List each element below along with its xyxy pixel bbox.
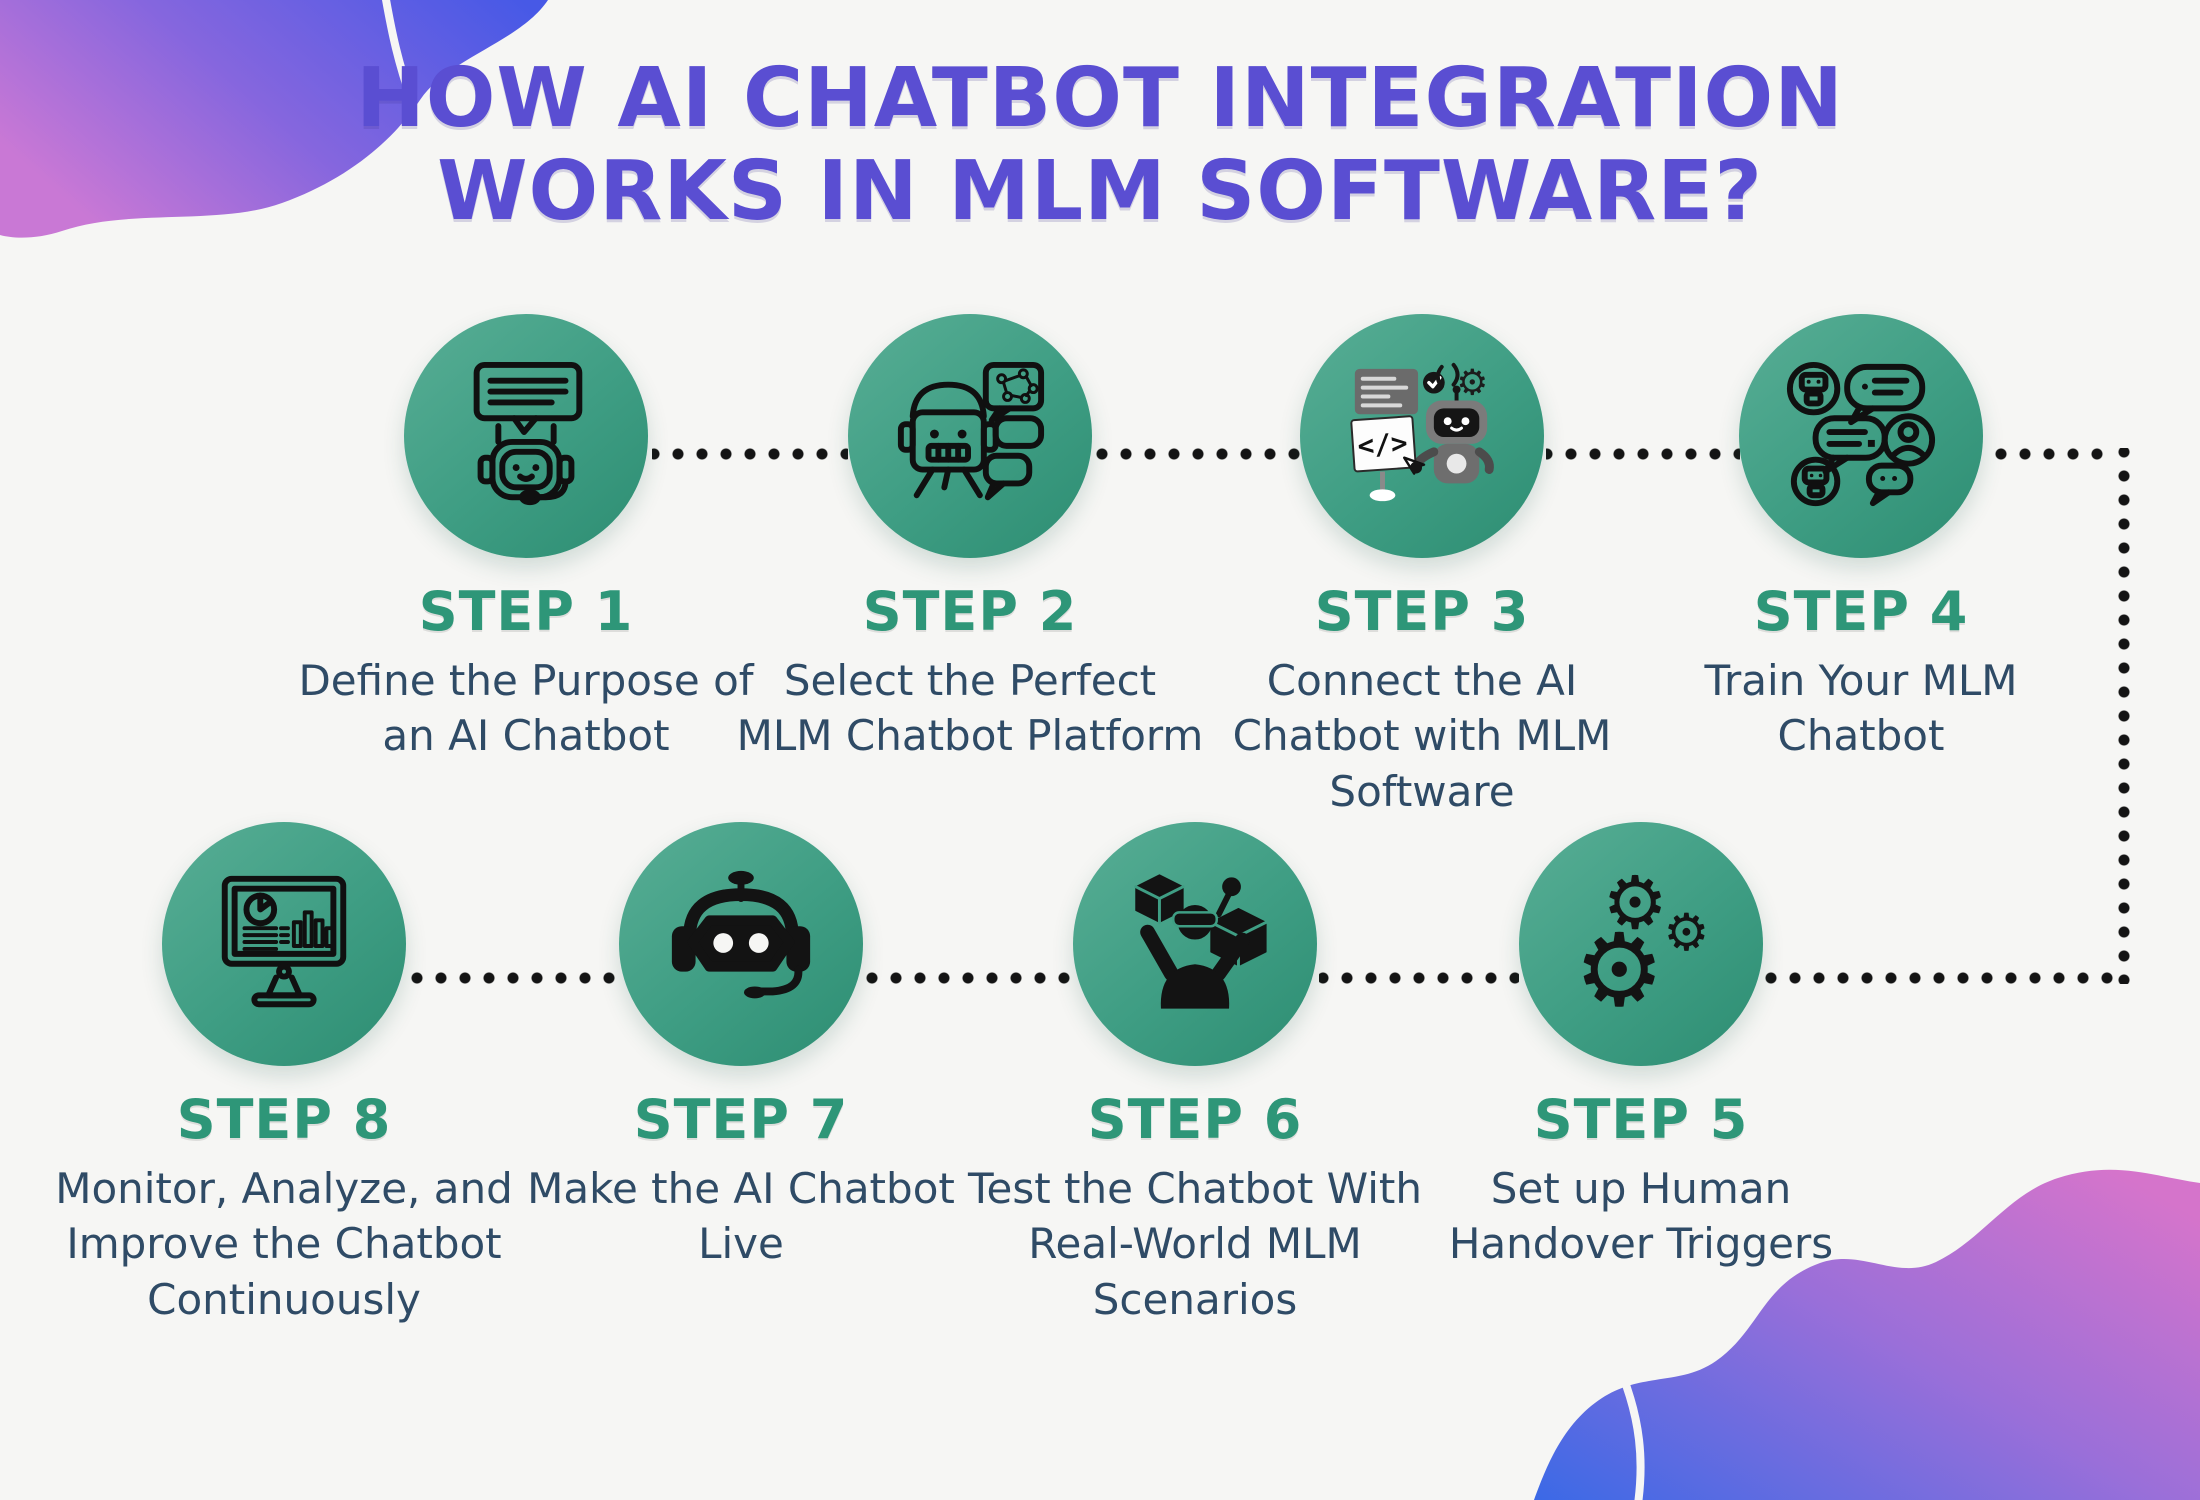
vr-testing-icon — [1134, 874, 1268, 1009]
step-5-description: Set up Human Handover Triggers — [1448, 1164, 1834, 1269]
connector-elbow-vertical — [2118, 448, 2130, 984]
connector-step3-step4 — [1546, 448, 1740, 460]
connector-step7-step8 — [408, 972, 618, 984]
step-1-label: STEP 1 — [418, 580, 634, 643]
step-6: STEP 6 Test the Chatbot With Real-World … — [935, 822, 1455, 1327]
step-7-description: Make the AI Chatbot Live — [527, 1164, 955, 1269]
step-2-circle — [848, 314, 1092, 558]
step-7: STEP 7 Make the AI Chatbot Live — [481, 822, 1001, 1272]
gears-icon: ⚙ ⚙ ⚙ — [1574, 865, 1709, 1023]
step-4-label: STEP 4 — [1753, 580, 1969, 643]
step-7-label: STEP 7 — [633, 1088, 849, 1151]
connector-step2-step3 — [1094, 448, 1302, 460]
step-3-label: STEP 3 — [1314, 580, 1530, 643]
step-4-circle — [1739, 314, 1983, 558]
step-3-circle: ⚙ </> — [1300, 314, 1544, 558]
step-8-circle — [162, 822, 406, 1066]
step-3-description: Connect the AI Chatbot with MLM Software — [1232, 656, 1612, 816]
step-1-circle — [404, 314, 648, 558]
step-6-circle — [1073, 822, 1317, 1066]
step-8: STEP 8 Monitor, Analyze, and Improve the… — [24, 822, 544, 1327]
step-1-description: Define the Purpose of an AI Chatbot — [298, 656, 754, 761]
robot-live-icon — [671, 870, 811, 999]
connector-elbow-step5 — [1765, 972, 2113, 984]
step-4: STEP 4 Train Your MLM Chatbot — [1601, 314, 2121, 764]
svg-text:⚙: ⚙ — [1663, 903, 1709, 963]
step-6-description: Test the Chatbot With Real-World MLM Sce… — [967, 1164, 1423, 1324]
robot-coding-icon: ⚙ </> — [1350, 363, 1494, 502]
step-5-label: STEP 5 — [1533, 1088, 1749, 1151]
connector-step6-step7 — [865, 972, 1071, 984]
step-2-label: STEP 2 — [862, 580, 1078, 643]
step-8-description: Monitor, Analyze, and Improve the Chatbo… — [55, 1164, 513, 1324]
step-8-label: STEP 8 — [176, 1088, 392, 1151]
step-5-circle: ⚙ ⚙ ⚙ — [1519, 822, 1763, 1066]
svg-text:</>: </> — [1356, 426, 1408, 462]
connector-step1-step2 — [652, 448, 848, 460]
page-title-line1: HOW AI CHATBOT INTEGRATION — [356, 51, 1844, 146]
step-7-circle — [619, 822, 863, 1066]
analytics-monitor-icon — [221, 875, 347, 1008]
step-4-description: Train Your MLM Chatbot — [1704, 656, 2018, 761]
step-2-description: Select the Perfect MLM Chatbot Platform — [736, 656, 1204, 761]
svg-text:⚙: ⚙ — [1456, 363, 1488, 404]
step-6-label: STEP 6 — [1087, 1088, 1303, 1151]
svg-text:⚙: ⚙ — [1602, 865, 1668, 946]
chatbot-headset-icon — [473, 361, 583, 506]
connector-step4-elbow — [1985, 448, 2113, 460]
connector-step5-step6 — [1319, 972, 1519, 984]
step-5: ⚙ ⚙ ⚙ STEP 5 Set up Human Handover Trigg… — [1381, 822, 1901, 1272]
step-3: ⚙ </> — [1162, 314, 1682, 819]
step-1: STEP 1 Define the Purpose of an AI Chatb… — [266, 314, 786, 764]
page-title-line2: WORKS IN MLM SOFTWARE? — [437, 144, 1763, 240]
svg-text:⚙: ⚙ — [1574, 912, 1664, 1023]
robot-chat-bubbles-icon — [897, 361, 1045, 501]
step-2: STEP 2 Select the Perfect MLM Chatbot Pl… — [710, 314, 1230, 764]
chat-training-icon — [1786, 361, 1936, 507]
page-title: HOW AI CHATBOT INTEGRATION WORKS IN MLM … — [0, 52, 2200, 239]
